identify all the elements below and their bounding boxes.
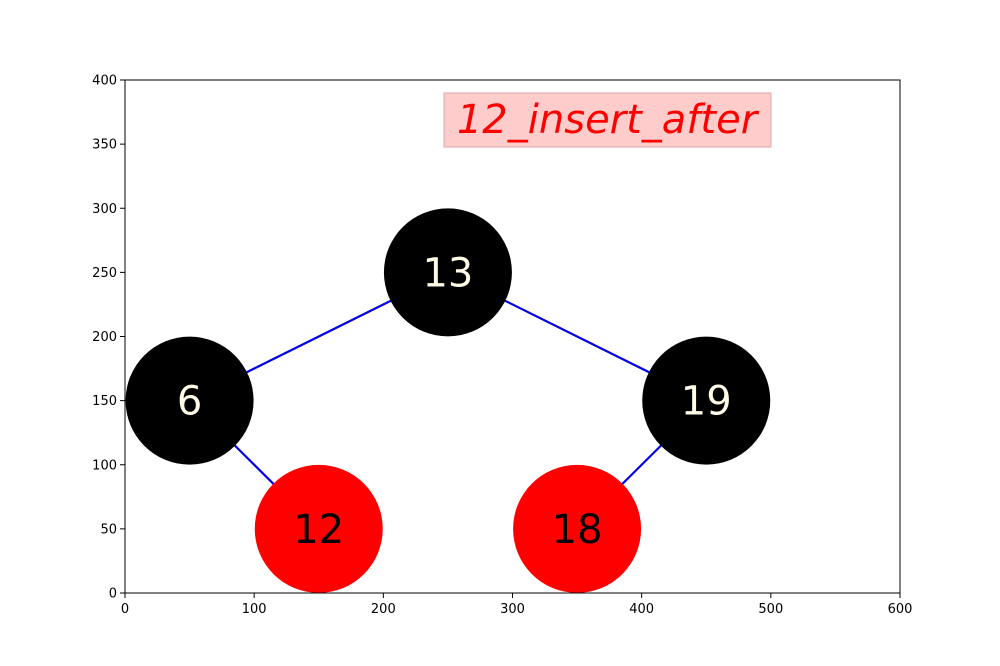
node-circle-12	[254, 464, 383, 593]
tree-node-12: 12	[254, 464, 383, 593]
chart-title: 12_insert_after	[457, 97, 760, 143]
x-tick-label: 600	[888, 602, 913, 617]
tree-node-6: 6	[125, 336, 254, 465]
tree-node-18: 18	[513, 464, 642, 593]
node-label-18: 18	[552, 507, 603, 553]
node-label-19: 19	[681, 379, 732, 425]
y-tick-label: 250	[92, 266, 117, 281]
y-tick-label: 100	[92, 458, 117, 473]
y-tick-label: 0	[109, 587, 117, 602]
node-circle-13	[383, 208, 512, 337]
axes-frame	[124, 79, 901, 594]
node-label-6: 6	[177, 379, 202, 425]
y-tick-label: 150	[92, 394, 117, 409]
x-tick-label: 500	[758, 602, 783, 617]
node-circle-18	[513, 464, 642, 593]
x-tick-label: 0	[121, 602, 129, 617]
axes-layer: 0 100 200 300 400 500 600 0 50 100 150 200 250 300 350…	[92, 74, 912, 618]
y-tick-label: 350	[92, 138, 117, 153]
y-tick-label: 200	[92, 330, 117, 345]
x-tick-label: 100	[242, 602, 267, 617]
node-label-12: 12	[293, 507, 344, 553]
node-circle-6	[125, 336, 254, 465]
node-label-13: 13	[422, 250, 473, 296]
node-circle-19	[642, 336, 771, 465]
y-tick-label: 50	[100, 522, 117, 537]
nodes-layer: 13 6 19 12 18	[125, 208, 771, 593]
title-box	[443, 92, 772, 148]
tree-node-19: 19	[642, 336, 771, 465]
x-tick-label: 300	[500, 602, 525, 617]
x-tick-label: 200	[371, 602, 396, 617]
y-tick-label: 300	[92, 202, 117, 217]
title-layer: 12_insert_after	[443, 92, 772, 148]
y-tick-label: 400	[92, 74, 117, 89]
tree-node-13: 13	[383, 208, 512, 337]
x-tick-label: 400	[629, 602, 654, 617]
